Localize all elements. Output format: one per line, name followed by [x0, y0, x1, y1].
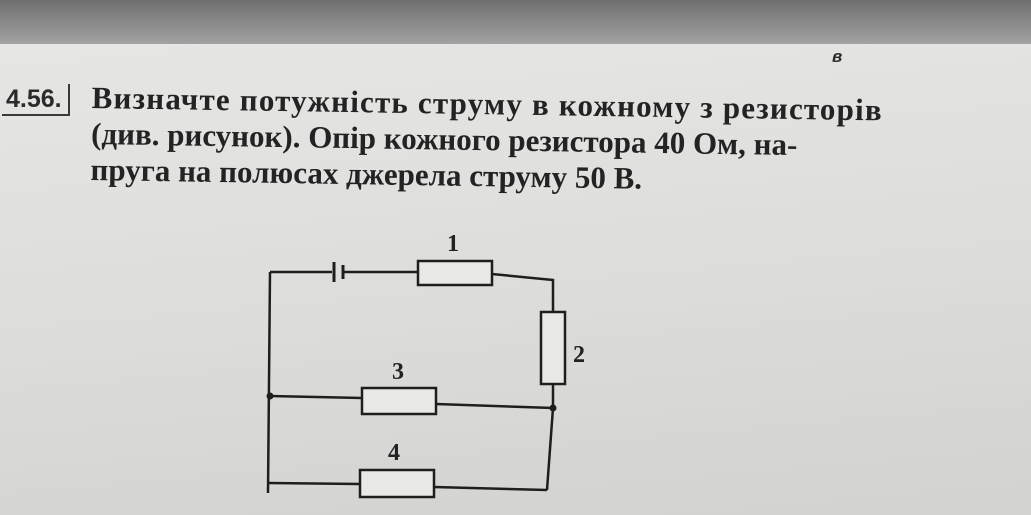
- wire-left-r3: [269, 394, 363, 400]
- resistor-1-label: 1: [447, 231, 459, 257]
- resistor-2-label: 2: [573, 342, 585, 368]
- corner-mark: в: [832, 47, 843, 66]
- page-top-shadow: [0, 0, 1031, 50]
- resistor-4: [358, 468, 436, 499]
- junction-left: [266, 392, 274, 400]
- wire-left-vertical: [266, 271, 272, 494]
- resistor-1: [416, 259, 494, 287]
- resistor-4-label: 4: [388, 440, 400, 466]
- wire-left-r4: [267, 481, 361, 486]
- problem-number: 4.56.: [2, 84, 70, 116]
- resistor-3: [360, 386, 438, 416]
- resistor-3-label: 3: [392, 359, 404, 385]
- wire-r4-right: [433, 485, 548, 492]
- junction-right: [549, 404, 557, 412]
- resistor-2: [539, 310, 567, 386]
- book-page: [0, 44, 1031, 515]
- wire-r1-r2: [491, 272, 555, 312]
- wire-right-vertical: [545, 407, 555, 491]
- wire-r3-right: [435, 402, 554, 410]
